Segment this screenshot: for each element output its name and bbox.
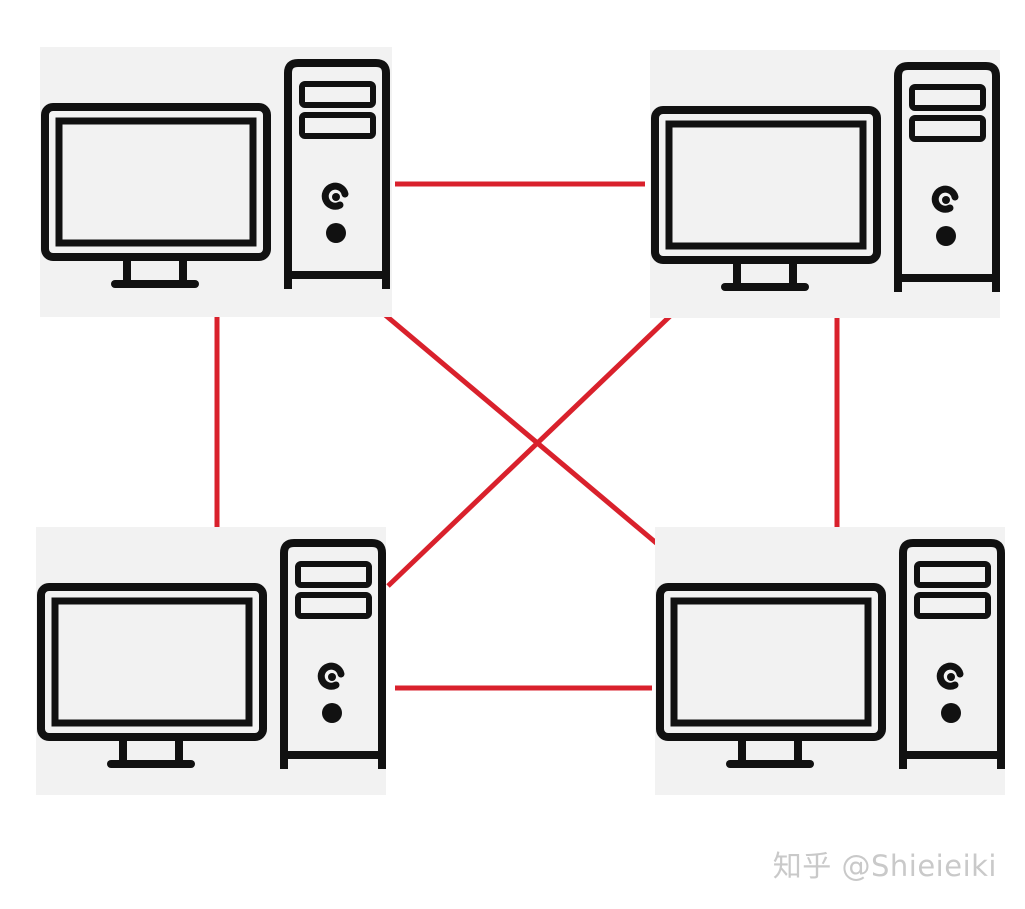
tile-background [36, 527, 386, 795]
desktop-computer-icon [37, 539, 386, 769]
tile-background [650, 50, 1000, 318]
desktop-computer-icon [651, 62, 1000, 292]
pc-bottom-left-node [36, 527, 386, 795]
link-pc-top-right-to-pc-bottom-left [386, 295, 692, 588]
watermark: 知乎 @Shieieiki [772, 849, 997, 883]
nodes-layer [36, 47, 1005, 795]
link-pc-top-left-to-pc-bottom-right [376, 307, 688, 570]
links-layer [214, 181, 840, 691]
desktop-computer-icon [41, 59, 390, 289]
tile-background [655, 527, 1005, 795]
pc-top-right-node [650, 50, 1000, 318]
pc-bottom-right-node [655, 527, 1005, 795]
desktop-computer-icon [656, 539, 1005, 769]
pc-top-left-node [40, 47, 392, 317]
